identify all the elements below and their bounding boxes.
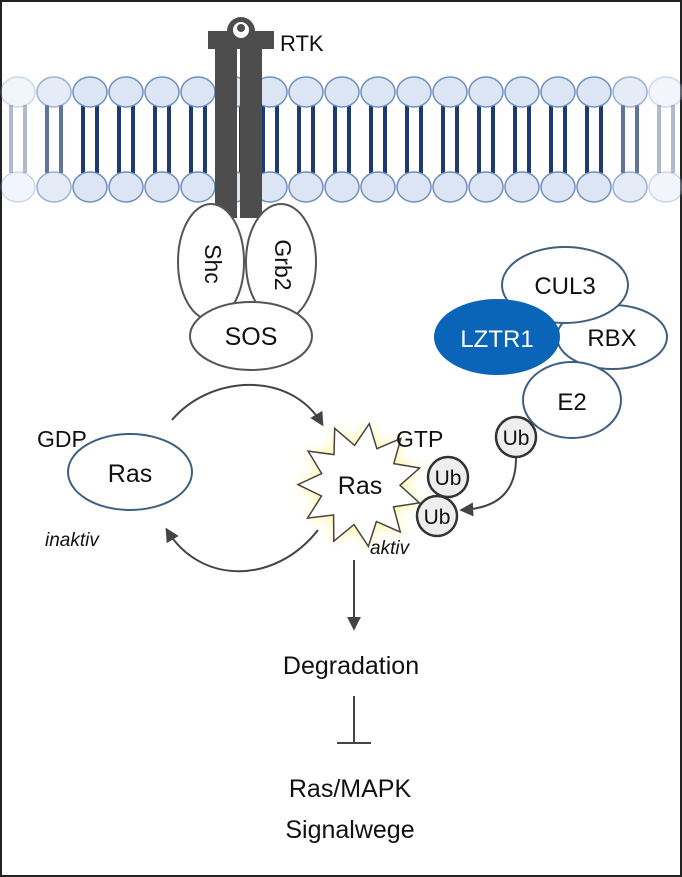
lipid-head: [72, 171, 108, 203]
ub-transfer-arrow: [459, 457, 517, 517]
pathway-label-1: Ras/MAPK: [289, 775, 412, 803]
ub-label-e2: Ub: [503, 427, 530, 450]
lipid-head: [36, 76, 72, 108]
ras-active-label: Ras: [338, 472, 382, 500]
lipid-head: [0, 76, 36, 108]
lipid-head: [540, 171, 576, 203]
lipid-head: [324, 76, 360, 108]
e2-ellipse: [522, 361, 622, 439]
cul3-label: CUL3: [534, 273, 595, 300]
rbx-label: RBX: [587, 325, 636, 352]
inactivation-arrow: [165, 527, 319, 573]
shc-label: Shc: [200, 244, 226, 284]
lipid-head: [396, 171, 432, 203]
sos-ellipse: [189, 301, 313, 371]
lipid-head: [648, 171, 682, 203]
lipid-head: [612, 76, 648, 108]
lipid-head: [0, 171, 36, 203]
ub-label-2: Ub: [424, 506, 451, 529]
lipid-head: [36, 171, 72, 203]
lipid-head: [468, 76, 504, 108]
lipid-head: [144, 171, 180, 203]
lipid-head: [396, 76, 432, 108]
ub-circle-1: [426, 455, 470, 499]
lipid-head: [288, 76, 324, 108]
lipid-head: [360, 171, 396, 203]
ras-inactive-label: Ras: [108, 460, 152, 488]
grb2-label: Grb2: [270, 239, 296, 290]
e2-label: E2: [557, 389, 586, 416]
starburst-ras-active: [296, 421, 422, 549]
ub-circle-e2: [494, 415, 538, 459]
inaktiv-label: inaktiv: [45, 530, 100, 551]
lipid-head: [360, 76, 396, 108]
lipid-head: [108, 76, 144, 108]
activation-arrow: [171, 384, 324, 427]
lipid-head: [432, 171, 468, 203]
ub-label-1: Ub: [435, 467, 462, 490]
lipid-head: [144, 76, 180, 108]
lipid-head: [108, 171, 144, 203]
lipid-head: [576, 171, 612, 203]
lipid-head: [432, 76, 468, 108]
receptor-icon: [208, 17, 274, 218]
lipid-bilayer: [0, 76, 682, 203]
sos-label: SOS: [225, 323, 278, 351]
lipid-head: [180, 171, 216, 203]
lztr1-ellipse: [434, 299, 560, 375]
gtp-label: GTP: [396, 426, 443, 452]
lipid-head: [648, 76, 682, 108]
pathway-label-2: Signalwege: [285, 816, 414, 844]
ras-inactive-ellipse: [67, 433, 193, 511]
rtk-label: RTK: [280, 31, 324, 56]
lipid-head: [468, 171, 504, 203]
lztr1-label: LZTR1: [460, 326, 533, 353]
lipid-head: [324, 171, 360, 203]
aktiv-label: aktiv: [370, 538, 411, 559]
lipid-head: [288, 171, 324, 203]
lipid-head: [180, 76, 216, 108]
cul3-ellipse: [501, 246, 629, 324]
lipid-head: [72, 76, 108, 108]
lipid-head: [576, 76, 612, 108]
lipid-head: [612, 171, 648, 203]
lipid-head: [540, 76, 576, 108]
lipid-head: [504, 171, 540, 203]
gdp-label: GDP: [37, 426, 87, 452]
lipid-head: [504, 76, 540, 108]
degradation-label: Degradation: [283, 652, 419, 680]
ub-circle-2: [415, 494, 459, 538]
